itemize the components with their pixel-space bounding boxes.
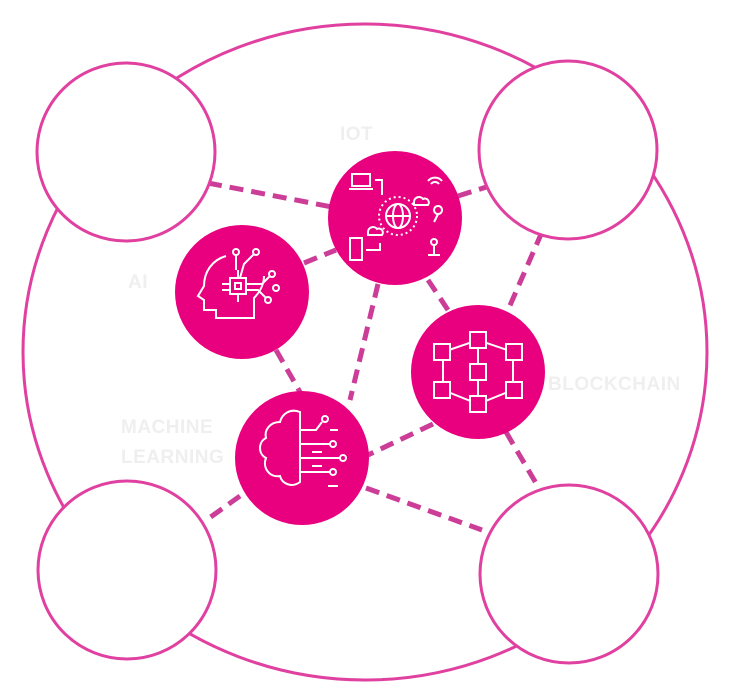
label-machine-learning-line1: MACHINE [121,417,214,438]
ai-head-chip-icon [196,248,280,319]
connector-line [203,493,242,524]
empty-node-top-right [477,59,659,241]
connector-lines [203,180,545,533]
label-iot: IOT [340,124,374,145]
brain-circuit-icon [259,409,347,487]
connector-line [347,283,381,401]
empty-node-top-left [35,61,217,243]
label-ai: AI [128,272,148,293]
blockchain-cubes-icon [433,331,523,413]
node-ai [175,225,309,359]
connector-line [273,348,303,394]
label-blockchain: BLOCKCHAIN [548,374,681,395]
connector-line [366,421,435,458]
connector-line [425,278,451,312]
empty-node-bottom-right [478,483,660,665]
empty-node-bottom-left [36,479,218,661]
label-machine-learning-line2: LEARNING [121,447,225,468]
outer-ring [21,22,709,682]
connector-line [365,485,483,533]
connector-line [303,247,337,266]
connector-line [505,231,545,311]
iot-network-icon [349,173,444,261]
connector-line [503,430,543,492]
node-iot [328,151,462,285]
connector-line [207,180,333,210]
